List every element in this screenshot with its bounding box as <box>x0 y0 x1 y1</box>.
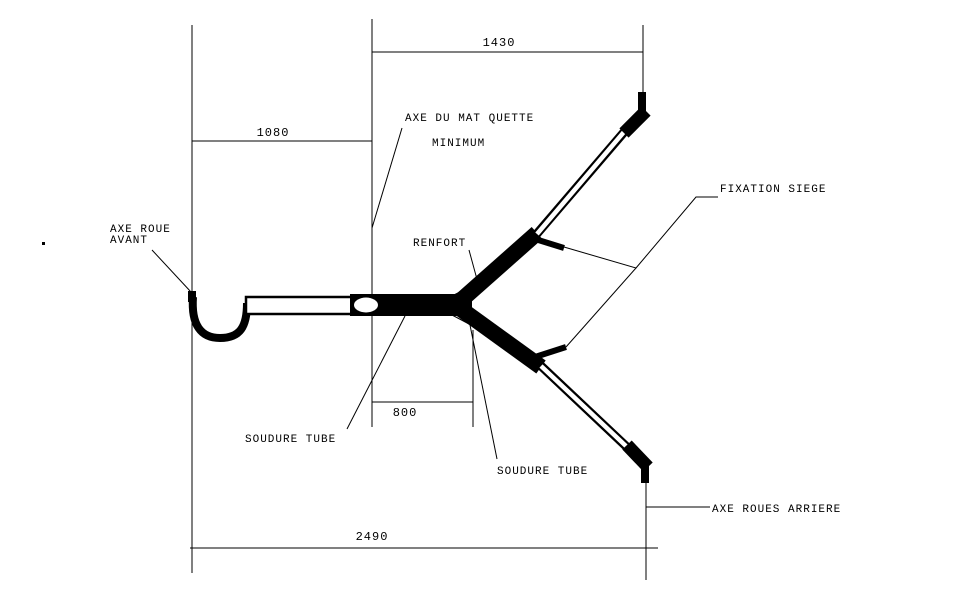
lower-arm-gusset <box>453 300 546 374</box>
dimension-value-2490: 2490 <box>356 530 389 544</box>
dimension-value-1080: 1080 <box>257 126 290 140</box>
ink-dot <box>42 242 45 245</box>
label-axe-roues-arriere: AXE ROUES ARRIERE <box>712 504 841 516</box>
label-soudure-tube-left: SOUDURE TUBE <box>245 434 336 446</box>
front-tube <box>244 295 356 316</box>
leader-axe-roue-avant <box>151 249 192 293</box>
seat-fixation-tab-lower <box>534 344 567 360</box>
mast-hole <box>354 297 378 313</box>
label-axe-du-mat: AXE DU MAT QUETTE <box>405 113 534 125</box>
upper-arm-gusset <box>452 227 543 309</box>
front-hook <box>188 296 251 343</box>
label-soudure-tube-right: SOUDURE TUBE <box>497 466 588 478</box>
dimension-value-800: 800 <box>393 406 418 420</box>
upper-axle-pin <box>638 92 646 114</box>
label-renfort: RENFORT <box>413 238 466 250</box>
dimension-value-1430: 1430 <box>483 36 516 50</box>
leader-soudure-tube-right <box>469 324 498 460</box>
upper-arm-tube-core <box>535 124 631 236</box>
front-hook-notch <box>188 291 196 302</box>
label-axe-roue-avant-line2: AVANT <box>110 235 148 247</box>
label-axe-roue-avant-line1: AXE ROUE <box>110 224 171 236</box>
seat-fixation-tab-upper <box>534 236 565 251</box>
leader-soudure-tube-left <box>346 315 406 430</box>
leader-axe-du-mat <box>371 127 403 229</box>
label-minimum: MINIMUM <box>432 138 485 150</box>
label-fixation-siege: FIXATION SIEGE <box>720 184 826 196</box>
lower-arm-tube-core <box>539 364 629 449</box>
upper-arm-cap <box>619 106 651 138</box>
leader-fixation-siege-upper <box>563 196 718 269</box>
gusset-bar <box>350 294 472 316</box>
lower-axle-pin <box>641 462 649 483</box>
leader-fixation-siege-lower <box>565 267 637 348</box>
